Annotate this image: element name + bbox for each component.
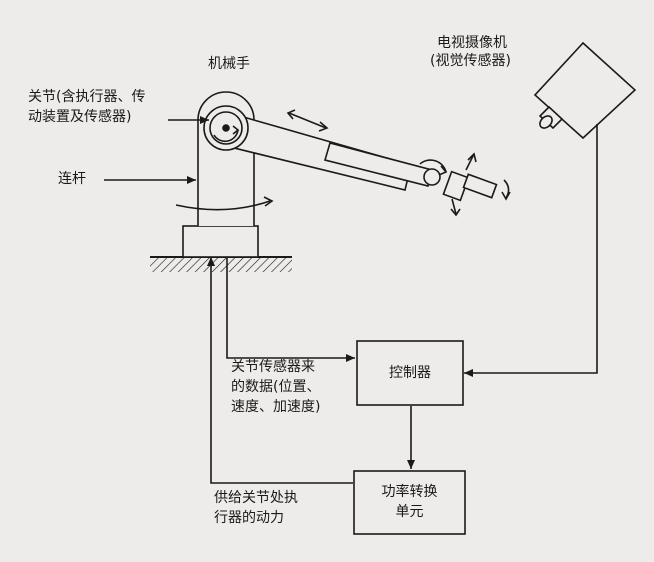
controller-box-label: 控制器 xyxy=(389,365,431,381)
forearm xyxy=(323,142,433,187)
link-label: 连杆 xyxy=(58,171,86,187)
joint-label-line1: 关节(含执行器、传 xyxy=(28,89,146,105)
tv-camera xyxy=(533,41,637,140)
wrist-joint xyxy=(423,168,441,186)
ground xyxy=(150,256,292,272)
robot-hand-label: 机械手 xyxy=(208,56,250,72)
end-effector xyxy=(442,152,511,217)
column-rotation-arrow xyxy=(175,200,271,211)
controller-box xyxy=(356,340,464,406)
power-supply-line xyxy=(207,257,353,484)
power-unit-label-line2: 单元 xyxy=(395,504,424,520)
camera-label-line1: 电视摄像机 xyxy=(437,35,507,51)
power-unit-box xyxy=(353,470,466,535)
sensor-data-label-line3: 速度、加速度) xyxy=(231,399,321,415)
power-supply-label-line2: 行器的动力 xyxy=(214,510,284,526)
camera-signal-line xyxy=(464,124,598,377)
sensor-data-label-line2: 的数据(位置、 xyxy=(231,379,321,395)
arm-extension-arrow xyxy=(288,112,327,129)
robot-base xyxy=(182,225,259,258)
camera-label-line2: (视觉传感器) xyxy=(430,53,511,69)
sensor-data-label-line1: 关节传感器来 xyxy=(231,359,315,375)
power-supply-label-line1: 供给关节处执 xyxy=(214,490,298,506)
joint-label-line2: 动装置及传感器) xyxy=(28,109,132,125)
power-unit-label-line1: 功率转换 xyxy=(381,484,438,500)
sensor-data-line xyxy=(226,257,355,362)
